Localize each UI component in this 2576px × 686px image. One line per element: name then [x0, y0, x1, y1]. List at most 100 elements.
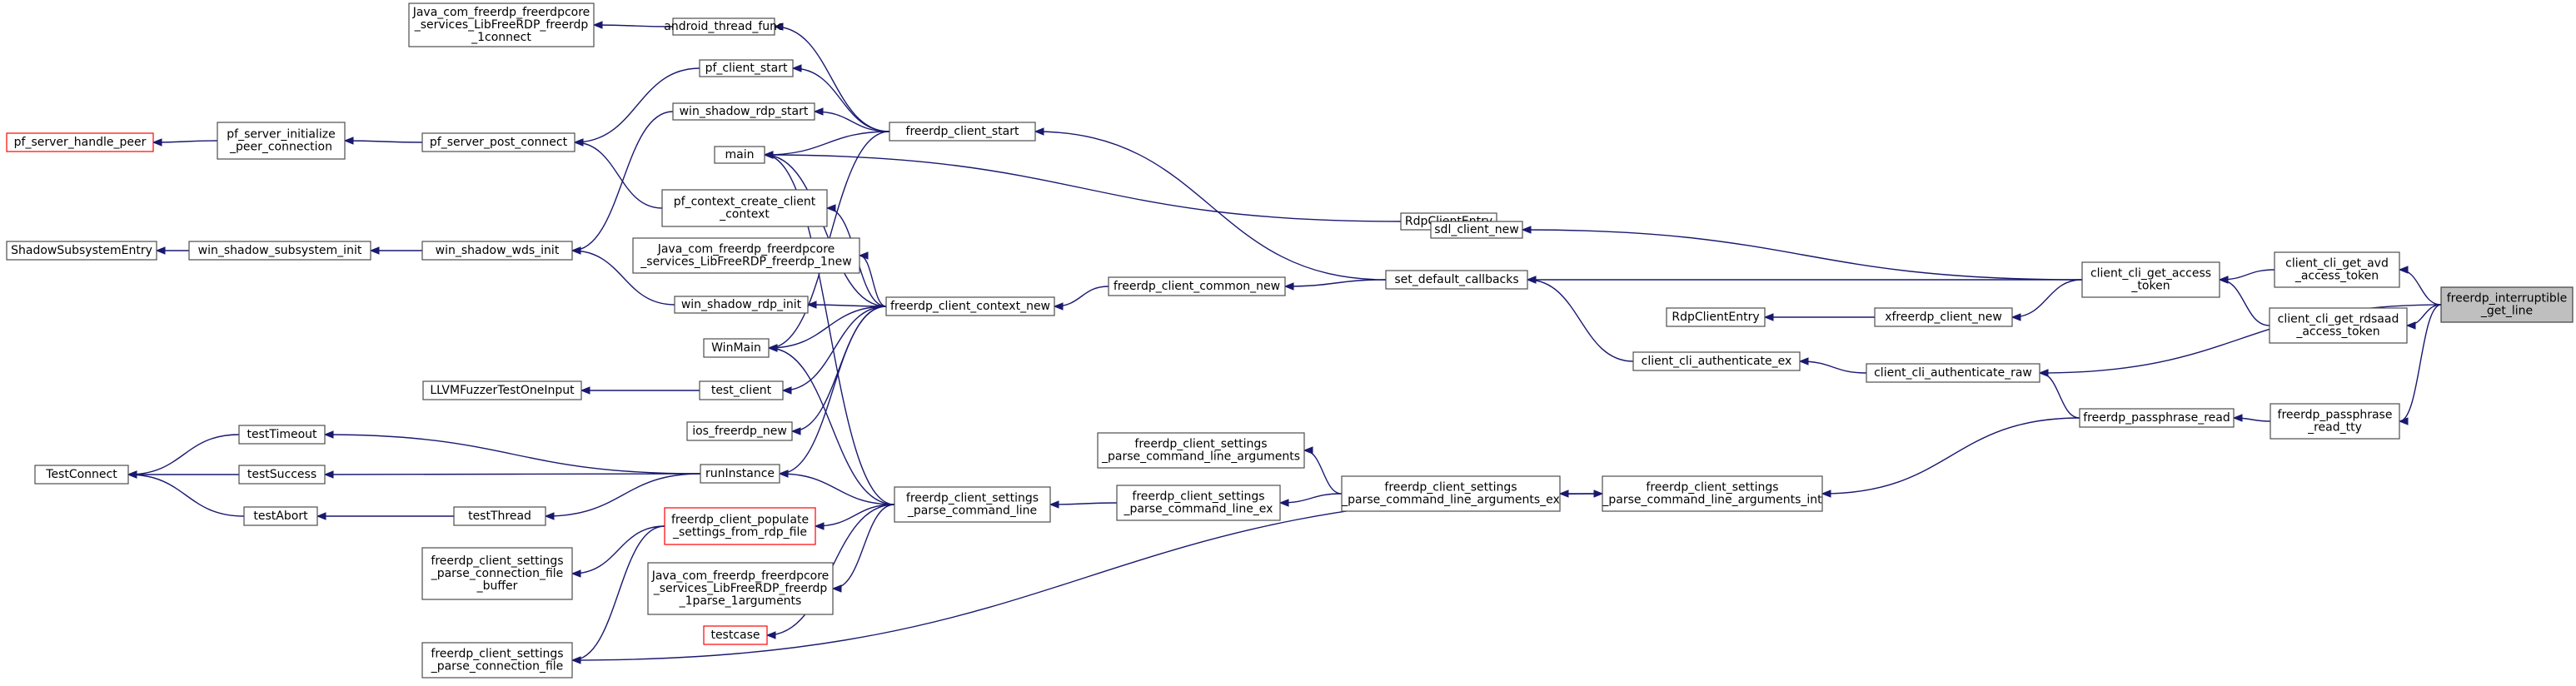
edge-arrowhead — [825, 204, 836, 212]
node-fcs-parse-command-line[interactable]: freerdp_client_settings_parse_command_li… — [894, 486, 1051, 523]
node-client-cli-authenticate-ex[interactable]: client_cli_authenticate_ex — [1632, 351, 1801, 371]
node-box — [714, 146, 765, 164]
node-shadowsubsystementry[interactable]: ShadowSubsystemEntry — [6, 241, 157, 261]
node-box — [1097, 432, 1305, 469]
node-fcs-parse-connection-file-buffer[interactable]: freerdp_client_settings_parse_connection… — [421, 547, 573, 600]
node-fcs-parse-connection-file[interactable]: freerdp_client_settings_parse_connection… — [421, 642, 573, 679]
node-freerdp-passphrase-read[interactable]: freerdp_passphrase_read — [2079, 408, 2235, 428]
edge-testconnect-to-testabort — [127, 470, 245, 517]
node-label: _parse_connection_file — [431, 660, 564, 674]
node-testthread[interactable]: testThread — [453, 506, 546, 526]
node-freerdp-interruptible-get-line[interactable]: freerdp_interruptible_get_line — [2440, 286, 2574, 323]
node-test-client[interactable]: test_client — [699, 380, 784, 400]
node-pf-client-start[interactable]: pf_client_start — [699, 59, 794, 77]
edge-arrowhead — [2010, 313, 2021, 321]
node-label: _access_token — [2294, 270, 2379, 283]
node-llvmfuzzertestoneinput[interactable]: LLVMFuzzerTestOneInput — [422, 380, 582, 400]
edge-arrowhead — [806, 301, 817, 309]
edge-arrowhead — [1049, 500, 1059, 509]
node-win-shadow-rdp-init[interactable]: win_shadow_rdp_init — [674, 296, 809, 314]
edge-client-cli-get-avd-access-token-to-freerdp-interruptible-get-line — [2398, 266, 2442, 306]
node-label: ios_freerdp_new — [692, 425, 787, 438]
node-freerdp-client-populate-settings-from-rdp-file[interactable]: freerdp_client_populate_settings_from_rd… — [664, 507, 816, 545]
node-fcs-parse-command-line-arguments-ex[interactable]: freerdp_client_settings_parse_command_li… — [1341, 475, 1561, 512]
node-fcs-parse-command-line-arguments-int[interactable]: freerdp_client_settings_parse_command_li… — [1602, 475, 1823, 512]
node-pf-server-initialize-peer-connection[interactable]: pf_server_initialize_peer_connection — [217, 122, 346, 160]
edge-runinstance-to-fcs-parse-command-line — [778, 470, 895, 505]
edge-fcs-parse-command-line-arguments-to-fcs-parse-command-line-arguments-ex — [1303, 446, 1343, 495]
node-box — [699, 380, 784, 400]
edge-line — [1303, 450, 1343, 495]
node-pf-server-handle-peer[interactable]: pf_server_handle_peer — [6, 132, 154, 152]
node-winmain[interactable]: WinMain — [703, 338, 770, 358]
node-testsuccess[interactable]: testSuccess — [238, 465, 326, 485]
node-freerdp-passphrase-read-tty[interactable]: freerdp_passphrase_read_tty — [2270, 403, 2400, 440]
edge-win-shadow-rdp-start-to-freerdp-client-start — [813, 107, 890, 132]
node-fcs-parse-command-line-arguments[interactable]: freerdp_client_settings_parse_command_li… — [1097, 432, 1305, 469]
node-label: _buffer — [476, 579, 518, 593]
node-label: _peer_connection — [229, 141, 332, 154]
edge-arrowhead — [763, 151, 774, 159]
node-label: testAbort — [253, 510, 308, 523]
node-testconnect[interactable]: TestConnect — [34, 465, 129, 485]
node-label: freerdp_client_settings — [1646, 481, 1778, 495]
node-java-parse-arguments[interactable]: Java_com_freerdp_freerdpcore_services_Li… — [647, 562, 834, 615]
node-box — [1866, 363, 2040, 383]
node-testtimeout[interactable]: testTimeout — [238, 425, 326, 445]
edge-main-to-rdpcliententry-sdl — [763, 151, 1402, 222]
edge-arrowhead — [790, 427, 801, 435]
node-xfreerdp-client-new[interactable]: xfreerdp_client_new — [1874, 307, 2013, 327]
node-label: freerdp_client_populate — [671, 514, 809, 527]
node-box — [672, 102, 815, 121]
node-freerdp-client-start[interactable]: freerdp_client_start — [889, 122, 1036, 142]
node-win-shadow-rdp-start[interactable]: win_shadow_rdp_start — [672, 102, 815, 121]
node-pf-server-post-connect[interactable]: pf_server_post_connect — [421, 132, 575, 152]
node-label: pf_server_initialize — [227, 128, 335, 142]
edge-shadowsubsystementry-to-win-shadow-subsystem-init — [155, 246, 190, 255]
edge-arrowhead — [2398, 266, 2409, 274]
node-fcs-parse-command-line-ex[interactable]: freerdp_client_settings_parse_command_li… — [1116, 485, 1281, 521]
node-client-cli-get-access-token[interactable]: client_cli_get_access_token — [2081, 261, 2220, 298]
edge-arrowhead — [571, 656, 581, 664]
node-win-shadow-wds-init[interactable]: win_shadow_wds_init — [421, 241, 573, 261]
edge-line — [344, 140, 423, 143]
node-client-cli-get-rdsaad-access-token[interactable]: client_cli_get_rdsaad_access_token — [2269, 307, 2408, 344]
edge-line — [1049, 502, 1118, 505]
node-freerdp-client-context-new[interactable]: freerdp_client_context_new — [885, 296, 1055, 316]
node-box — [188, 241, 371, 261]
node-label: testcase — [710, 629, 760, 642]
node-testcase[interactable]: testcase — [703, 625, 768, 645]
edge-win-shadow-wds-init-to-win-shadow-rdp-start — [571, 111, 674, 255]
node-sdl-client-new[interactable]: sdl_client_new — [1430, 221, 1523, 239]
edge-line — [764, 154, 1402, 222]
node-freerdp-client-common-new[interactable]: freerdp_client_common_new — [1108, 276, 1286, 296]
node-set-default-callbacks[interactable]: set_default_callbacks — [1385, 270, 1528, 290]
node-box — [1430, 221, 1523, 239]
node-box — [422, 380, 582, 400]
node-rdpcliententry-x[interactable]: RdpClientEntry — [1666, 307, 1766, 327]
node-testabort[interactable]: testAbort — [243, 506, 318, 526]
node-label: ShadowSubsystemEntry — [11, 244, 152, 257]
node-label: _access_token — [2295, 326, 2379, 339]
node-label: client_cli_get_rdsaad — [2278, 313, 2399, 326]
node-client-cli-get-avd-access-token[interactable]: client_cli_get_avd_access_token — [2274, 251, 2400, 288]
node-android-thread-func[interactable]: android_thread_func — [664, 17, 784, 36]
node-box — [2269, 307, 2408, 344]
node-win-shadow-subsystem-init[interactable]: win_shadow_subsystem_init — [188, 241, 371, 261]
node-label: xfreerdp_client_new — [1885, 311, 2002, 324]
node-pf-context-create-client-context[interactable]: pf_context_create_client_context — [661, 189, 828, 227]
edge-line — [2399, 269, 2442, 306]
node-java-connect[interactable]: Java_com_freerdp_freerdpcore_services_Li… — [408, 2, 595, 47]
node-label: _settings_from_rdp_file — [672, 526, 807, 539]
node-runinstance[interactable]: runInstance — [700, 464, 780, 484]
node-label: _get_line — [2480, 305, 2533, 318]
node-label: client_cli_authenticate_raw — [1874, 366, 2032, 380]
node-main[interactable]: main — [714, 146, 765, 164]
node-java-new[interactable]: Java_com_freerdp_freerdpcore_services_Li… — [632, 237, 860, 274]
node-client-cli-authenticate-raw[interactable]: client_cli_authenticate_raw — [1866, 363, 2040, 383]
node-label: freerdp_client_settings — [1132, 490, 1264, 504]
node-label: test_client — [711, 384, 772, 397]
edge-line — [1799, 360, 1867, 374]
node-ios-freerdp-new[interactable]: ios_freerdp_new — [686, 421, 793, 441]
edge-arrowhead — [1798, 357, 1809, 365]
